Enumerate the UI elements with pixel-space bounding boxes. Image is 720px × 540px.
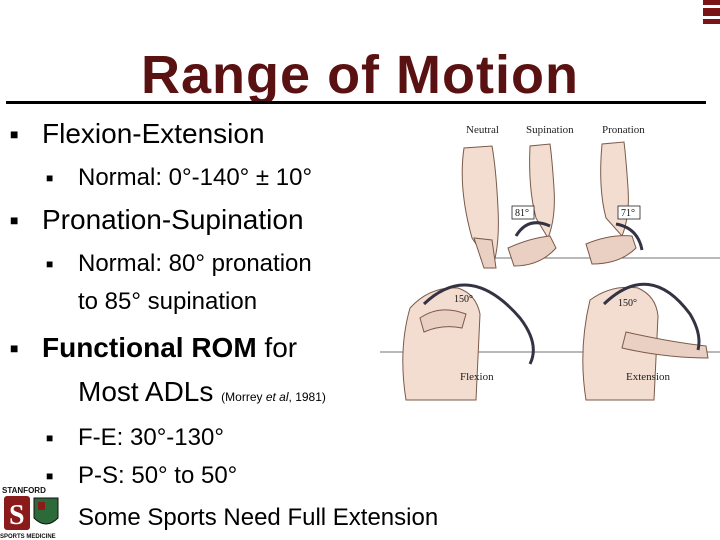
bullet-flexion-extension: Flexion-Extension [42, 118, 265, 149]
logo-shield-quarter [38, 502, 45, 510]
flex-deg-label: 150° [454, 294, 473, 305]
corner-square-2 [703, 8, 720, 16]
title-underline [6, 101, 706, 104]
functional-rom-label: Functional ROM [42, 332, 257, 363]
stanford-sports-medicine-logo: STANFORD S SPORTS MEDICINE [0, 486, 59, 540]
corner-square-1 [703, 0, 720, 5]
logo-text-bottom: SPORTS MEDICINE [0, 534, 56, 540]
supination-arc [514, 221, 551, 237]
citation: (Morrey et al, 1981) [221, 390, 326, 404]
sub-bullet-sports: Some Sports Need Full Extension [78, 504, 439, 531]
forearm-illustration [461, 141, 637, 270]
sub-bullet-ps-normal-line2: to 85° supination [78, 288, 258, 315]
sub-bullet-ps-normal-line1: Normal: 80° pronation [78, 250, 312, 277]
flexion-extension-illustration [402, 286, 709, 401]
sub-bullet-ps-functional: P-S: 50° to 50° [78, 462, 238, 489]
label-supination: Supination [526, 124, 574, 136]
pro-deg-box [617, 205, 641, 220]
flexion-arc [422, 283, 535, 365]
label-neutral: Neutral [466, 124, 499, 136]
logo-s-block [4, 496, 30, 530]
bullet-pronation-supination: Pronation-Supination [42, 204, 304, 235]
sub-bullet-fe-normal: Normal: 0°-140° ± 10° [78, 164, 313, 191]
citation-etal: et al [265, 390, 289, 404]
extension-arc [602, 282, 701, 351]
slide-title: Range of Motion [141, 45, 579, 105]
label-extension: Extension [626, 371, 670, 383]
citation-open: (Morrey [221, 390, 266, 404]
sub-bullet-marker-4: ■ [46, 469, 54, 483]
sup-deg-box [511, 205, 535, 220]
ext-deg-label: 150° [618, 298, 637, 309]
sub-bullet-marker-1: ■ [46, 171, 54, 185]
functional-for-label: for [256, 332, 298, 363]
bullet-marker-3: ■ [10, 340, 19, 356]
sub-bullet-fe-functional: F-E: 30°-130° [78, 424, 224, 451]
bullet-marker-1: ■ [10, 126, 19, 142]
bullet-functional-rom: Functional ROM for [42, 332, 297, 364]
logo-text-top: STANFORD [2, 486, 46, 495]
citation-close: , 1981) [288, 390, 326, 404]
corner-square-3 [703, 19, 720, 24]
most-adls-label: Most ADLs [78, 376, 214, 407]
bullet-marker-2: ■ [10, 212, 19, 228]
sub-bullet-marker-3: ■ [46, 431, 54, 445]
logo-shield [33, 497, 59, 525]
pro-deg-label: 71° [621, 208, 635, 219]
bullet-most-adls: Most ADLs (Morrey et al, 1981) [78, 376, 326, 408]
pronation-arc [615, 222, 644, 251]
sup-deg-label: 81° [515, 208, 529, 219]
label-flexion: Flexion [460, 371, 494, 383]
elbow-rom-figure: Neutral Supination Pronation 81° 71° 150… [380, 124, 720, 401]
sub-bullet-marker-2: ■ [46, 257, 54, 271]
logo-s-letter: S [9, 500, 25, 531]
label-pronation: Pronation [602, 124, 645, 136]
